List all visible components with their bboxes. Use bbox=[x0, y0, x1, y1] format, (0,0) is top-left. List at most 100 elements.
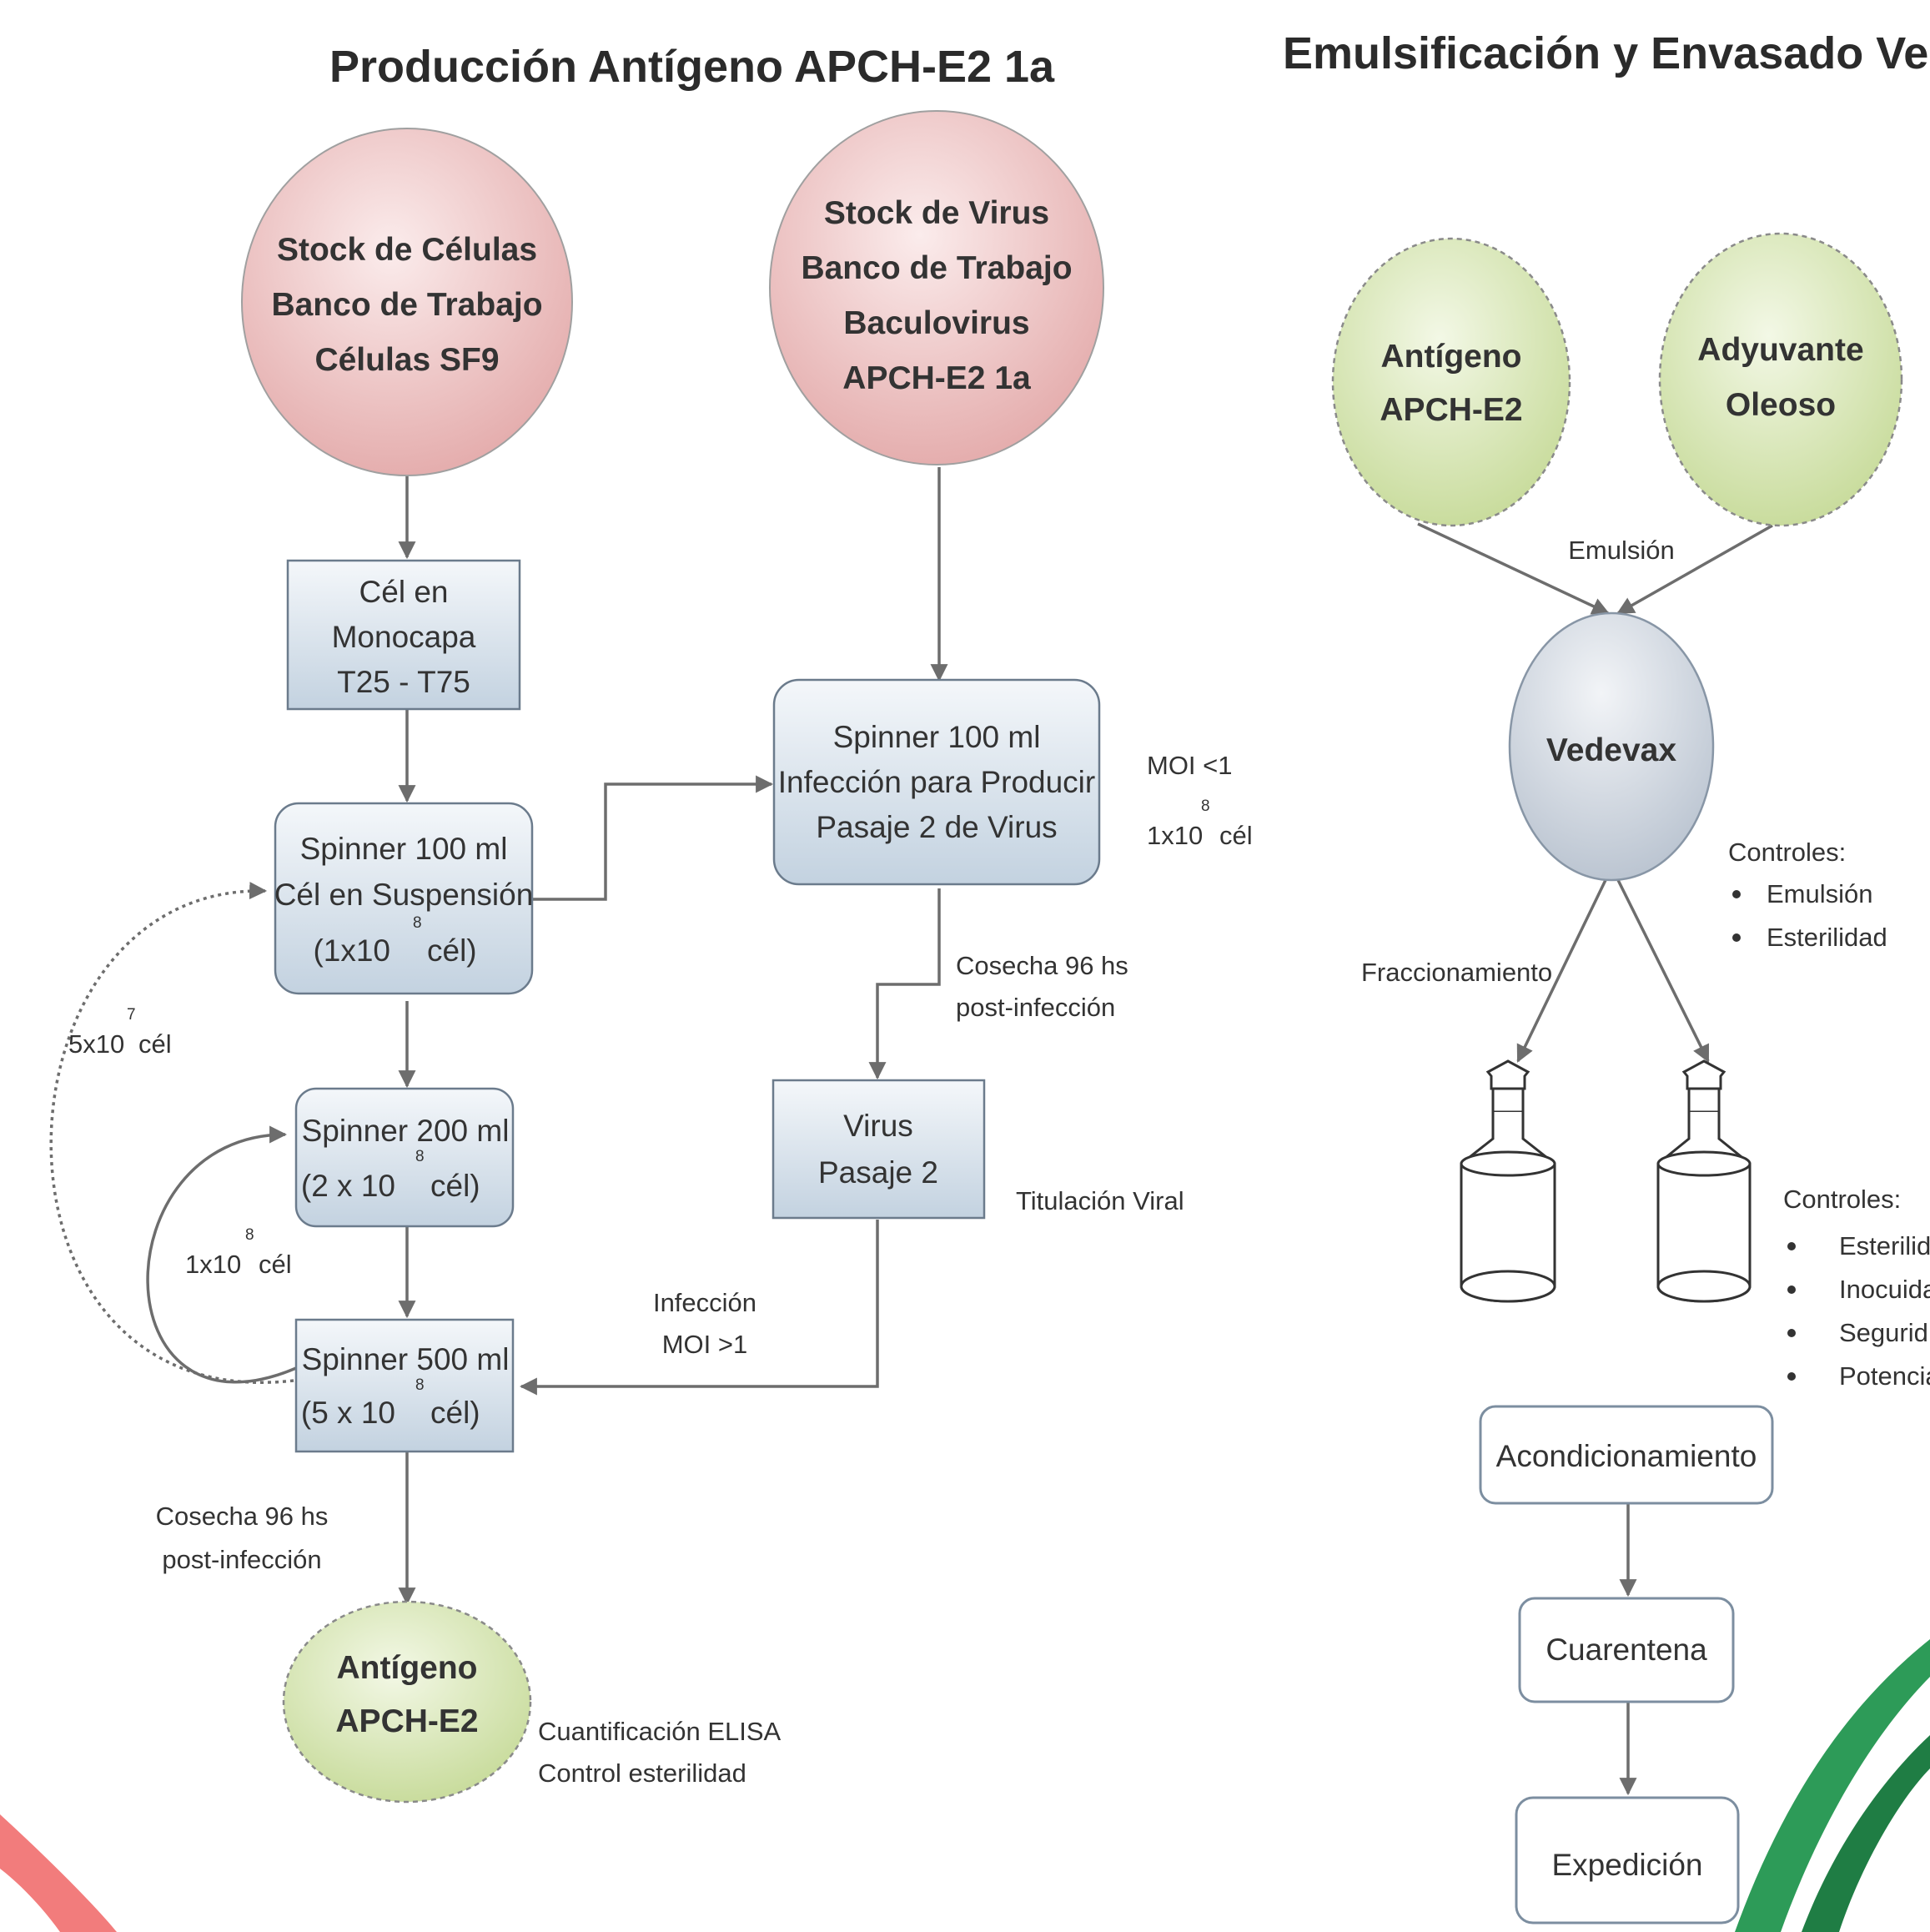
node-spinner-100-inf: Spinner 100 ml Infección para Producir P… bbox=[772, 678, 1101, 886]
antigeno-left-line2: APCH-E2 bbox=[335, 1703, 478, 1739]
bullet-icon bbox=[1787, 1329, 1796, 1337]
node-acondicionamiento: Acondicionamiento bbox=[1479, 1405, 1774, 1505]
labels-left: MOI <1 8 1x10 cél Cosecha 96 hs post-inf… bbox=[68, 751, 1253, 1788]
antigeno-right-line2: APCH-E2 bbox=[1380, 392, 1522, 428]
label-5x10: 5x10 bbox=[68, 1029, 124, 1059]
edge-loop-100 bbox=[49, 882, 294, 1384]
stock-celulas-line1: Stock de Células bbox=[277, 232, 537, 268]
stock-celulas-line2: Banco de Trabajo bbox=[271, 287, 542, 323]
acondicionamiento-label: Acondicionamiento bbox=[1496, 1439, 1757, 1473]
edge-adyuvante-vedevax bbox=[1616, 524, 1773, 615]
node-vedevax: Vedevax bbox=[1508, 611, 1715, 882]
spinner200-exp: 8 bbox=[415, 1148, 425, 1165]
label-controles-1: Controles: bbox=[1728, 838, 1846, 867]
node-antigeno-left: Antígeno APCH-E2 bbox=[282, 1600, 532, 1804]
spinner-inf-line2: Infección para Producir bbox=[778, 765, 1095, 799]
spinner100-line3b: cél) bbox=[427, 933, 477, 968]
label-1x10-a: 1x10 bbox=[1147, 821, 1203, 850]
spinner500-exp: 8 bbox=[415, 1376, 425, 1394]
node-spinner-500: Spinner 500 ml (5 x 10 8 cél) bbox=[294, 1318, 515, 1453]
spinner500-line2b: cél) bbox=[430, 1396, 480, 1430]
label-1x10b-exp: 8 bbox=[245, 1226, 254, 1244]
bullet-icon bbox=[1787, 1242, 1796, 1250]
label-cosecha-bottom-2: post-infección bbox=[162, 1545, 321, 1574]
controles-2-item-2: Inocuida bbox=[1839, 1275, 1930, 1304]
red-swoosh-decoration bbox=[0, 1814, 117, 1932]
label-infeccion-2: MOI >1 bbox=[662, 1330, 748, 1359]
spinner-inf-line1: Spinner 100 ml bbox=[833, 720, 1041, 754]
label-cosecha-top-2: post-infección bbox=[956, 993, 1115, 1022]
edges-left bbox=[49, 467, 948, 1606]
label-titulacion: Titulación Viral bbox=[1016, 1186, 1184, 1215]
monocapa-line3: T25 - T75 bbox=[337, 665, 470, 699]
label-1x10-b: 1x10 bbox=[185, 1250, 241, 1279]
controles-2-item-4: Potencia bbox=[1839, 1361, 1930, 1391]
label-5x10-exp: 7 bbox=[127, 1006, 136, 1024]
edges-right bbox=[1417, 522, 1773, 1796]
label-cel-b: cél bbox=[138, 1029, 172, 1059]
spinner200-line2a: (2 x 10 bbox=[301, 1169, 395, 1203]
virus-pasaje-line2: Pasaje 2 bbox=[818, 1155, 938, 1190]
node-expedicion: Expedición bbox=[1515, 1796, 1740, 1924]
monocapa-line1: Cél en bbox=[359, 575, 449, 609]
label-moi-exp: 8 bbox=[1201, 797, 1210, 815]
green-swoosh-decoration bbox=[1735, 1639, 1930, 1932]
stock-virus-line2: Banco de Trabajo bbox=[801, 250, 1072, 286]
adyuvante-line2: Oleoso bbox=[1726, 387, 1836, 423]
node-antigeno-right: Antígeno APCH-E2 bbox=[1331, 237, 1571, 527]
virus-pasaje-line1: Virus bbox=[843, 1109, 913, 1143]
adyuvante-line1: Adyuvante bbox=[1697, 332, 1863, 368]
node-adyuvante: Adyuvante Oleoso bbox=[1658, 232, 1903, 527]
labels-right: Emulsión Controles: Emulsión Esterilidad… bbox=[1361, 536, 1930, 1391]
controles-1-item-1: Emulsión bbox=[1767, 879, 1873, 908]
label-cosecha-top-1: Cosecha 96 hs bbox=[956, 951, 1128, 980]
spinner-inf-line3: Pasaje 2 de Virus bbox=[816, 810, 1057, 844]
label-cel-a: cél bbox=[1219, 821, 1253, 850]
label-moi-lt1: MOI <1 bbox=[1147, 751, 1233, 780]
label-cosecha-bottom-1: Cosecha 96 hs bbox=[156, 1502, 329, 1531]
edge-inf-viruspasaje bbox=[868, 888, 941, 1080]
bullet-icon bbox=[1732, 890, 1741, 898]
expedicion-label: Expedición bbox=[1551, 1848, 1702, 1882]
spinner200-line1: Spinner 200 ml bbox=[302, 1114, 510, 1148]
node-stock-celulas: Stock de Células Banco de Trabajo Célula… bbox=[241, 128, 573, 476]
label-fraccionamiento: Fraccionamiento bbox=[1361, 958, 1552, 987]
spinner100-line1: Spinner 100 ml bbox=[300, 832, 508, 866]
edge-antigeno-vedevax bbox=[1417, 522, 1610, 615]
spinner100-exp: 8 bbox=[413, 914, 422, 932]
bullet-icon bbox=[1787, 1285, 1796, 1294]
green-swoosh-decoration-2 bbox=[1802, 1735, 1930, 1932]
label-emulsion: Emulsión bbox=[1568, 536, 1675, 565]
edge-vedevax-vial2 bbox=[1616, 879, 1710, 1063]
node-spinner-100-susp: Spinner 100 ml Cél en Suspensión (1x10 8… bbox=[274, 802, 534, 995]
monocapa-line2: Monocapa bbox=[332, 620, 476, 654]
controles-2-item-3: Segurid bbox=[1839, 1318, 1928, 1347]
spinner200-line2b: cél) bbox=[430, 1169, 480, 1203]
controles-1-item-2: Esterilidad bbox=[1767, 923, 1887, 952]
bullet-icon bbox=[1732, 933, 1741, 942]
label-cuantificacion-2: Control esterilidad bbox=[538, 1758, 746, 1788]
stock-virus-line3: Baculovirus bbox=[843, 305, 1029, 341]
antigeno-right-line1: Antígeno bbox=[1381, 339, 1522, 375]
edge-spinner100-inf bbox=[532, 775, 774, 901]
vedevax-label: Vedevax bbox=[1546, 732, 1676, 768]
stock-virus-line1: Stock de Virus bbox=[824, 195, 1049, 231]
title-left: Producción Antígeno APCH-E2 1a bbox=[329, 42, 1055, 92]
vial-left-icon bbox=[1460, 1059, 1556, 1303]
spinner500-line1: Spinner 500 ml bbox=[302, 1342, 510, 1376]
spinner100-line2: Cél en Suspensión bbox=[274, 878, 534, 912]
stock-virus-line4: APCH-E2 1a bbox=[842, 360, 1031, 396]
label-cuantificacion-1: Cuantificación ELISA bbox=[538, 1717, 782, 1746]
edge-loop-200 bbox=[146, 1125, 297, 1384]
node-virus-pasaje: Virus Pasaje 2 bbox=[771, 1079, 986, 1220]
node-cuarentena: Cuarentena bbox=[1518, 1597, 1735, 1703]
antigeno-left-line1: Antígeno bbox=[337, 1650, 478, 1686]
controles-2-item-1: Esterilid bbox=[1839, 1231, 1930, 1260]
title-right: Emulsificación y Envasado Vedev bbox=[1283, 28, 1930, 78]
stock-celulas-line3: Células SF9 bbox=[314, 342, 499, 378]
vial-right-icon bbox=[1656, 1059, 1752, 1303]
spinner100-line3a: (1x10 bbox=[313, 933, 390, 968]
edge-virus-500 bbox=[519, 1220, 879, 1396]
node-cel-monocapa: Cél en Monocapa T25 - T75 bbox=[286, 559, 521, 711]
